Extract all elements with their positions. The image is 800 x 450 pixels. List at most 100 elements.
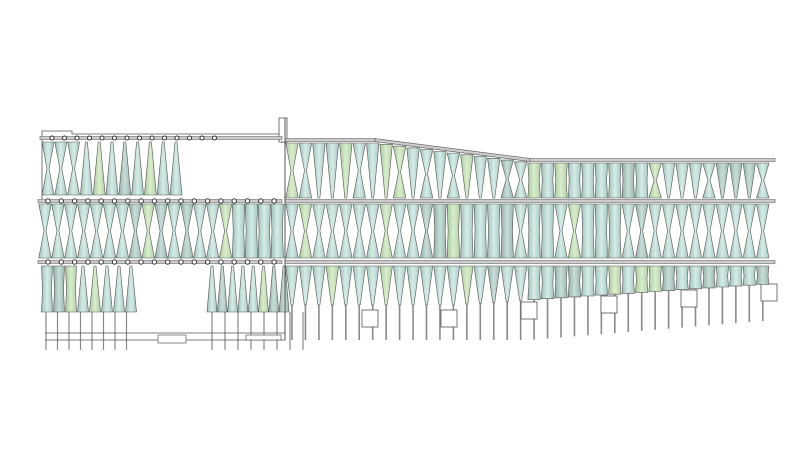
bolt-node: [138, 259, 144, 265]
fin-panel: [500, 265, 514, 302]
fin-panel: [216, 265, 228, 313]
bolt-node: [178, 198, 184, 204]
bolt-node: [162, 135, 167, 141]
bolt-node: [218, 198, 224, 204]
fin-panel: [540, 162, 555, 199]
fin-panel: [581, 162, 595, 199]
footing-box: [440, 309, 458, 328]
fin-panel: [742, 203, 756, 259]
fin-panel: [312, 265, 326, 306]
fin-panel: [702, 265, 716, 289]
fin-panel: [89, 203, 104, 259]
fin-panel: [729, 203, 743, 259]
fin-panel: [144, 141, 157, 196]
fin-panel: [702, 203, 716, 259]
fin-panel: [141, 203, 155, 259]
footing-box: [760, 283, 778, 302]
bolt-node: [45, 198, 51, 204]
fin-panel: [156, 141, 170, 196]
fin-panel: [608, 203, 622, 259]
fin-panel: [167, 203, 181, 259]
fin-panel: [446, 152, 461, 199]
fin-panel: [244, 203, 258, 259]
fin-panel: [53, 265, 65, 313]
fin-panel: [92, 141, 106, 196]
bolt-node: [165, 198, 171, 204]
fin-panel: [608, 162, 622, 199]
fin-panel: [218, 203, 233, 259]
fin-panel: [298, 142, 313, 199]
fin-panel: [554, 162, 568, 199]
fin-panel: [105, 141, 119, 196]
fin-panel: [393, 265, 407, 306]
fin-panel: [460, 265, 474, 305]
fin-panel: [608, 265, 622, 295]
fin-panel: [621, 203, 635, 259]
fin-panel: [419, 203, 434, 259]
fin-panel: [473, 203, 487, 259]
fin-panel: [285, 203, 299, 259]
fin-panel: [433, 151, 447, 199]
fin-panel: [406, 147, 420, 199]
bolt-node: [62, 135, 67, 141]
fin-panel: [128, 203, 142, 259]
fin-panel: [514, 161, 528, 199]
bolt-node: [58, 198, 64, 204]
bolt-node: [174, 135, 180, 141]
fin-panel: [379, 203, 393, 259]
fin-panel: [594, 203, 608, 259]
fin-panel: [257, 203, 271, 259]
fin-panel: [567, 265, 582, 298]
fin-panel: [115, 203, 130, 259]
bolt-node: [165, 259, 171, 265]
fin-panel: [487, 158, 501, 199]
fin-panel: [688, 203, 703, 259]
bolt-node: [111, 259, 118, 265]
fin-panel: [756, 162, 770, 199]
fin-panel: [366, 203, 380, 259]
fin-panel: [298, 203, 313, 259]
fin-panel: [352, 142, 366, 199]
structure-frame: [41, 117, 778, 350]
fin-panel: [169, 141, 183, 196]
fin-panel: [154, 203, 168, 259]
bolt-node: [125, 198, 131, 204]
bolt-node: [74, 135, 80, 141]
fin-panel: [339, 203, 353, 259]
fin-panel: [487, 265, 501, 303]
fin-panel: [500, 203, 514, 259]
fin-panel: [527, 162, 541, 199]
fin-panel: [113, 265, 125, 313]
fin-panel: [460, 203, 474, 259]
fin-panel: [635, 265, 649, 293]
fin-panel: [581, 203, 595, 259]
fin-panel: [41, 141, 55, 196]
bolt-node: [99, 135, 105, 141]
fin-panel: [339, 142, 353, 199]
rail-beam: [284, 138, 376, 142]
bolt-node: [187, 135, 192, 141]
fin-panel: [193, 203, 207, 259]
bolt-node: [151, 259, 158, 265]
fin-panel: [540, 203, 555, 259]
fin-panel: [675, 265, 689, 291]
fin-panel: [125, 265, 137, 313]
footing-box: [520, 301, 538, 320]
fin-panel: [54, 141, 68, 196]
fin-panel: [298, 265, 313, 306]
bolt-node: [71, 198, 78, 204]
fin-panel: [662, 162, 676, 199]
fin-panel: [729, 265, 743, 287]
fin-panel: [500, 159, 514, 199]
fin-panel: [594, 162, 608, 199]
fin-panel: [675, 203, 689, 259]
fin-panels: [38, 141, 770, 313]
fin-panel: [65, 265, 77, 313]
fin-panel: [206, 265, 218, 313]
bolt-node: [178, 259, 184, 265]
fin-panel: [702, 162, 716, 199]
bolt-node: [191, 198, 198, 204]
bolt-node: [271, 259, 277, 265]
fin-panel: [581, 265, 595, 297]
fin-panel: [247, 265, 259, 313]
